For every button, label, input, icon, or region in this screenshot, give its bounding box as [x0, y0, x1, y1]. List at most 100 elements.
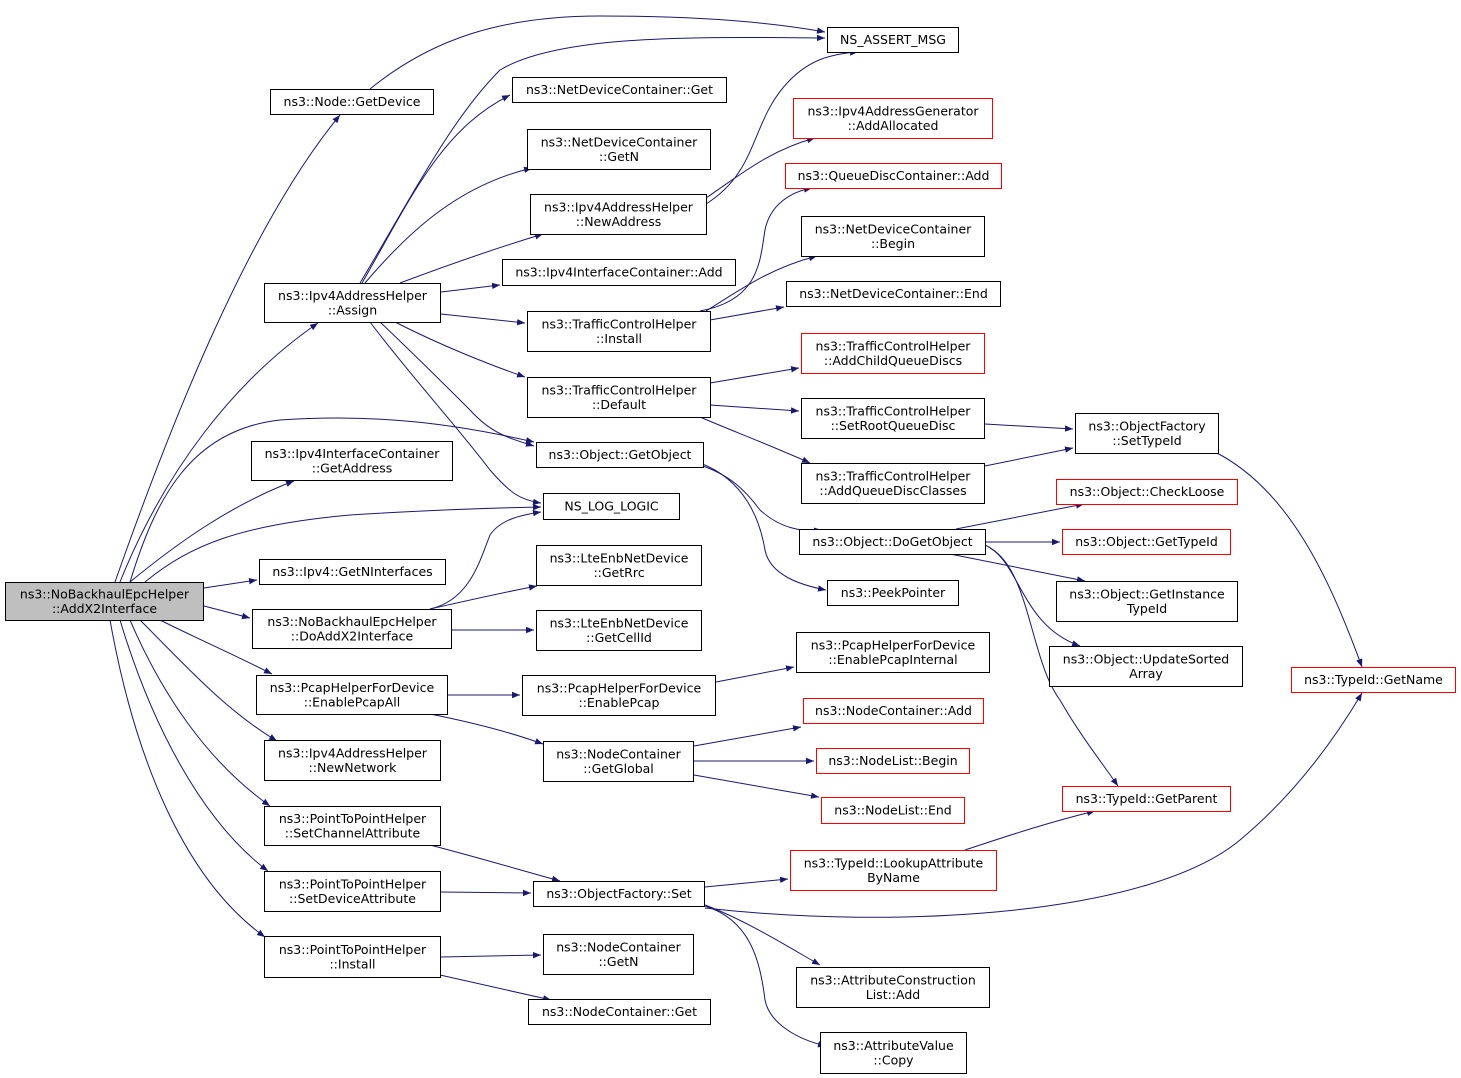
node-label: ns3::NodeContainer::Get	[542, 1004, 697, 1019]
node-box	[264, 740, 441, 781]
node-label: ::EnablePcapInternal	[828, 652, 957, 667]
node-tch-default[interactable]: ns3::TrafficControlHelper::Default	[527, 377, 711, 418]
node-typeid-getname[interactable]: ns3::TypeId::GetName	[1291, 667, 1456, 693]
node-lteenb-getcellid[interactable]: ns3::LteEnbNetDevice::GetCellId	[536, 610, 702, 651]
node-root[interactable]: ns3::NoBackhaulEpcHelper::AddX2Interface	[5, 582, 204, 621]
node-typeid-getparent[interactable]: ns3::TypeId::GetParent	[1062, 786, 1231, 812]
node-box	[821, 797, 965, 824]
node-nc-getn[interactable]: ns3::NodeContainer::GetN	[543, 934, 694, 975]
node-nodelist-begin[interactable]: ns3::NodeList::Begin	[816, 748, 970, 774]
edge-ipv4addrhelper_assign-to-object_getobject	[379, 321, 535, 447]
node-label: ns3::AttributeConstruction	[810, 972, 976, 987]
node-box	[264, 806, 441, 846]
node-box	[270, 89, 434, 115]
node-ipv4addrhelper-newnetwork[interactable]: ns3::Ipv4AddressHelper::NewNetwork	[264, 740, 441, 781]
node-attrvalue-copy[interactable]: ns3::AttributeValue::Copy	[820, 1032, 967, 1074]
node-ipv4addrhelper-assign[interactable]: ns3::Ipv4AddressHelper::Assign	[264, 283, 441, 323]
node-label: ::GetRrc	[593, 565, 644, 580]
edge-nc_getglobal-to-nc_add	[693, 725, 802, 747]
node-label: ::GetN	[599, 149, 639, 164]
node-tch-setrootqueuedisc[interactable]: ns3::TrafficControlHelper::SetRootQueueD…	[801, 398, 985, 439]
edge-pcap_enableall-to-nc_getglobal	[429, 713, 544, 745]
node-ndc-get[interactable]: ns3::NetDeviceContainer::Get	[512, 77, 727, 103]
node-ipv4addrgen-addallocated[interactable]: ns3::Ipv4AddressGenerator::AddAllocated	[793, 98, 993, 139]
node-peekpointer[interactable]: ns3::PeekPointer	[827, 580, 959, 606]
node-label: NS_LOG_LOGIC	[564, 499, 659, 514]
node-pcap-enableall[interactable]: ns3::PcapHelperForDevice::EnablePcapAll	[256, 675, 448, 715]
node-ipv4ifcontainer-add[interactable]: ns3::Ipv4InterfaceContainer::Add	[502, 259, 736, 286]
edge-p2p_install-to-nc_get	[439, 974, 552, 1002]
node-ns-assert-msg[interactable]: NS_ASSERT_MSG	[827, 27, 959, 53]
node-box	[1291, 667, 1456, 693]
node-box	[1062, 786, 1231, 812]
node-label: ns3::PointToPointHelper	[279, 942, 427, 957]
edge-root-to-node_getdevice	[114, 114, 341, 583]
node-box	[801, 216, 985, 257]
node-label: ns3::PointToPointHelper	[279, 811, 427, 826]
edge-ipv4addrhelper_assign-to-ipv4addrhelper_newaddress	[399, 233, 544, 284]
node-lteenb-getrrc[interactable]: ns3::LteEnbNetDevice::GetRrc	[536, 545, 702, 586]
edge-ipv4addrhelper_assign-to-ndc_getn	[364, 166, 533, 284]
node-nodelist-end[interactable]: ns3::NodeList::End	[821, 797, 965, 824]
node-objectfactory-set[interactable]: ns3::ObjectFactory::Set	[533, 881, 705, 907]
node-object-checkloose[interactable]: ns3::Object::CheckLoose	[1056, 479, 1238, 505]
edge-objectfactory_set-to-typeid_getname	[704, 692, 1363, 918]
edge-doaddx2interface-to-ns_log_logic	[429, 509, 542, 610]
node-nc-get[interactable]: ns3::NodeContainer::Get	[528, 999, 711, 1025]
node-qdc-add[interactable]: ns3::QueueDiscContainer::Add	[785, 163, 1002, 189]
node-p2p-setdeviceattr[interactable]: ns3::PointToPointHelper::SetDeviceAttrib…	[264, 871, 441, 912]
node-object-getobject[interactable]: ns3::Object::GetObject	[536, 442, 704, 468]
node-label: ::AddChildQueueDiscs	[824, 353, 962, 368]
node-ipv4-getninterfaces[interactable]: ns3::Ipv4::GetNInterfaces	[259, 559, 446, 585]
edge-ipv4addrhelper_newaddress-to-ns_assert_msg	[705, 49, 859, 205]
node-ipv4addrhelper-newaddress[interactable]: ns3::Ipv4AddressHelper::NewAddress	[530, 194, 707, 235]
node-label: List::Add	[866, 987, 920, 1002]
node-box	[801, 333, 985, 374]
node-box	[530, 194, 707, 235]
node-box	[528, 999, 711, 1025]
node-label: ::NewNetwork	[309, 760, 398, 775]
node-label: ns3::NodeContainer::Add	[815, 703, 972, 718]
edge-ipv4addrhelper_assign-to-ns_log_logic	[369, 321, 542, 506]
node-box	[785, 163, 1002, 189]
node-box	[536, 610, 702, 651]
node-doaddx2interface[interactable]: ns3::NoBackhaulEpcHelper::DoAddX2Interfa…	[252, 609, 452, 649]
node-label: ::EnablePcapAll	[304, 694, 401, 709]
node-tch-addchildqueuediscs[interactable]: ns3::TrafficControlHelper::AddChildQueue…	[801, 333, 985, 374]
node-pcap-enableinternal[interactable]: ns3::PcapHelperForDevice::EnablePcapInte…	[796, 632, 990, 673]
node-label: ::Begin	[871, 236, 915, 251]
node-tch-addqueuediscclasses[interactable]: ns3::TrafficControlHelper::AddQueueDiscC…	[801, 463, 985, 504]
node-object-dogetobject[interactable]: ns3::Object::DoGetObject	[799, 529, 986, 555]
node-label: NS_ASSERT_MSG	[840, 32, 946, 47]
node-box	[512, 77, 727, 103]
node-ndc-end[interactable]: ns3::NetDeviceContainer::End	[786, 281, 1001, 307]
node-label: ns3::Ipv4AddressHelper	[544, 199, 694, 214]
node-ns-log-logic[interactable]: NS_LOG_LOGIC	[543, 493, 680, 520]
node-node-getdevice[interactable]: ns3::Node::GetDevice	[270, 89, 434, 115]
node-pcap-enable[interactable]: ns3::PcapHelperForDevice::EnablePcap	[522, 675, 716, 716]
node-nc-getglobal[interactable]: ns3::NodeContainer::GetGlobal	[543, 741, 694, 782]
edge-tch_addqueuediscclasses-to-objectfactory_settypeid	[984, 446, 1074, 467]
edge-ipv4addrhelper_assign-to-tch_install	[440, 313, 526, 326]
node-label: Array	[1129, 666, 1163, 681]
node-label: ::GetCellId	[586, 630, 652, 645]
node-label: ns3::ObjectFactory::Set	[546, 886, 691, 901]
node-p2p-setchannelattr[interactable]: ns3::PointToPointHelper::SetChannelAttri…	[264, 806, 441, 846]
node-box	[1075, 413, 1219, 454]
node-ndc-getn[interactable]: ns3::NetDeviceContainer::GetN	[527, 129, 711, 170]
node-ipv4ifcontainer-getaddress[interactable]: ns3::Ipv4InterfaceContainer::GetAddress	[251, 441, 453, 481]
node-object-gettypeid[interactable]: ns3::Object::GetTypeId	[1062, 529, 1231, 555]
node-ndc-begin[interactable]: ns3::NetDeviceContainer::Begin	[801, 216, 985, 257]
node-box	[1049, 646, 1243, 687]
node-nc-add[interactable]: ns3::NodeContainer::Add	[803, 698, 984, 724]
node-objectfactory-settypeid[interactable]: ns3::ObjectFactory::SetTypeId	[1075, 413, 1219, 454]
node-label: ::SetDeviceAttribute	[289, 891, 416, 906]
edge-root-to-p2p_install	[109, 619, 266, 938]
edge-tch_install-to-ndc_begin	[705, 254, 818, 312]
node-p2p-install[interactable]: ns3::PointToPointHelper::Install	[264, 936, 441, 978]
node-tch-install[interactable]: ns3::TrafficControlHelper::Install	[527, 311, 711, 352]
